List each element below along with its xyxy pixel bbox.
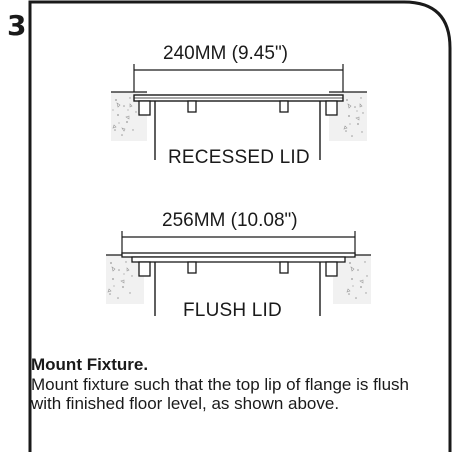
dimension-label-flush: 256MM (10.08") [162,210,298,231]
caption-flush-lid: FLUSH LID [183,300,282,321]
step-number: 3 [7,9,27,42]
caption-recessed-lid: RECESSED LID [168,147,310,168]
lid-flush [121,252,356,263]
housing-walls-recessed [154,101,321,160]
dimension-line-flush [121,231,356,256]
lid-recessed [133,94,344,102]
flush-lid-diagram [106,231,371,316]
housing-walls-flush [154,262,321,316]
mounting-lugs-flush [138,261,338,277]
floor-left-flush [106,254,144,304]
dimension-label-recessed: 240MM (9.45") [163,43,289,64]
instructions-title: Mount Fixture. [31,355,149,374]
instructions-body: Mount fixture such that the top lip of f… [31,375,409,413]
recessed-lid-diagram [111,64,367,160]
mounting-lugs-recessed [138,100,338,116]
instructions-block: Mount Fixture. Mount fixture such that t… [31,355,431,414]
